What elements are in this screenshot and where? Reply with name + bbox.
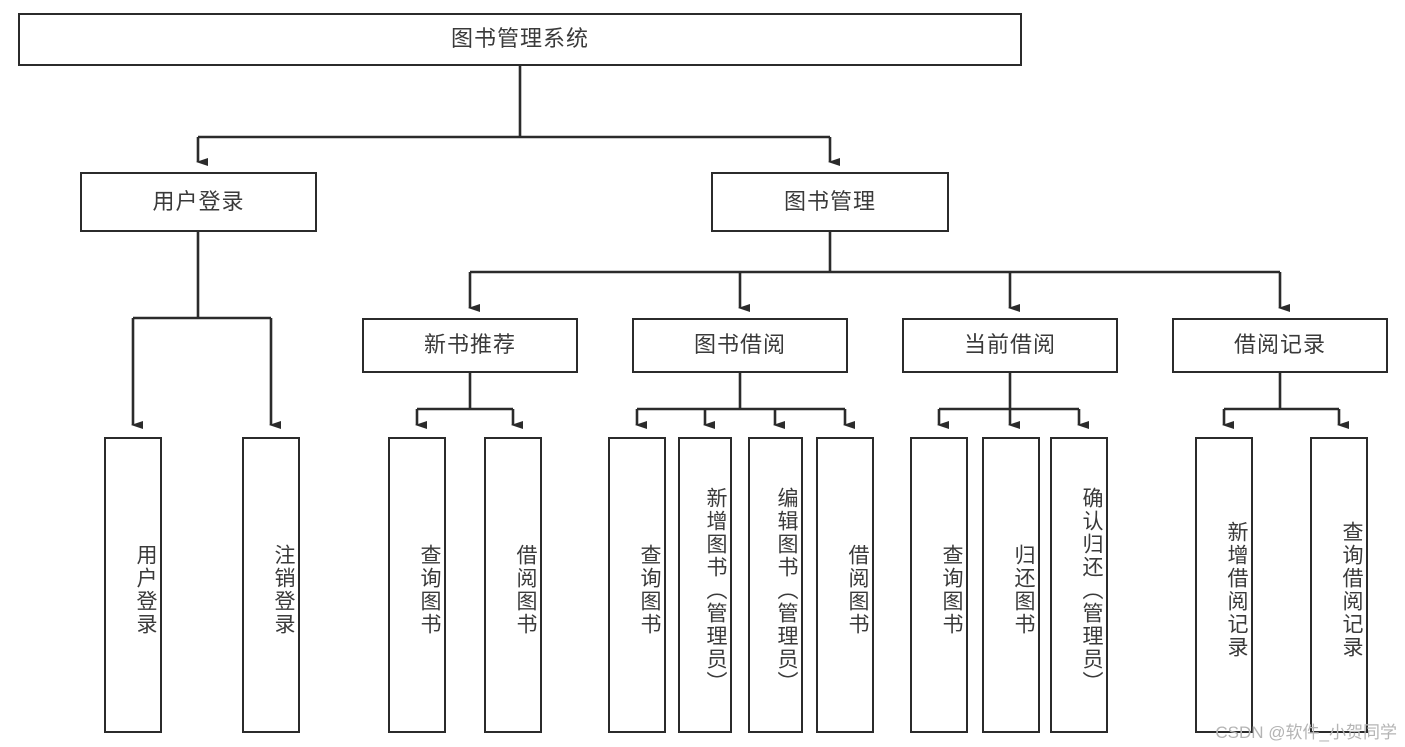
node-current-borrow[interactable]: 当前借阅 xyxy=(902,318,1118,373)
leaf-new-book-query[interactable]: 查询图书 xyxy=(388,437,446,733)
node-root-label: 图书管理系统 xyxy=(450,26,589,52)
node-user-login[interactable]: 用户登录 xyxy=(80,172,317,232)
leaf-records-query[interactable]: 查询借阅记录 xyxy=(1310,437,1368,733)
leaf-new-book-query-label: 查询图书 xyxy=(418,544,441,636)
node-user-login-label: 用户登录 xyxy=(152,188,245,214)
leaf-borrow-edit-book[interactable]: 编辑图书（管理员） xyxy=(748,437,803,733)
node-book-borrow-label: 图书借阅 xyxy=(693,332,786,358)
leaf-records-add-label: 新增借阅记录 xyxy=(1225,521,1248,659)
leaf-borrow-query-label: 查询图书 xyxy=(638,544,661,636)
csdn-watermark: CSDN @软件_小贺同学 xyxy=(1215,723,1397,742)
leaf-borrow-add-book-label: 新增图书（管理员） xyxy=(704,486,727,694)
node-borrow-records-label: 借阅记录 xyxy=(1233,332,1326,358)
node-root[interactable]: 图书管理系统 xyxy=(18,13,1022,66)
leaf-borrow-borrow-book-label: 借阅图书 xyxy=(846,544,869,636)
leaf-records-add[interactable]: 新增借阅记录 xyxy=(1195,437,1253,733)
leaf-current-query[interactable]: 查询图书 xyxy=(910,437,968,733)
leaf-current-confirm-return-label: 确认归还（管理员） xyxy=(1080,486,1103,694)
leaf-records-query-label: 查询借阅记录 xyxy=(1340,521,1363,659)
leaf-borrow-add-book[interactable]: 新增图书（管理员） xyxy=(678,437,732,733)
leaf-user-login-signout[interactable]: 注销登录 xyxy=(242,437,300,733)
node-new-book-recommend-label: 新书推荐 xyxy=(423,332,516,358)
node-new-book-recommend[interactable]: 新书推荐 xyxy=(362,318,578,373)
leaf-current-return-label: 归还图书 xyxy=(1012,544,1035,636)
leaf-borrow-borrow-book[interactable]: 借阅图书 xyxy=(816,437,874,733)
leaf-user-login-signin-label: 用户登录 xyxy=(134,544,157,636)
node-book-borrow[interactable]: 图书借阅 xyxy=(632,318,848,373)
node-book-management-label: 图书管理 xyxy=(783,188,876,214)
leaf-new-book-borrow-label: 借阅图书 xyxy=(514,544,537,636)
leaf-borrow-query[interactable]: 查询图书 xyxy=(608,437,666,733)
node-book-management[interactable]: 图书管理 xyxy=(711,172,949,232)
leaf-current-return[interactable]: 归还图书 xyxy=(982,437,1040,733)
leaf-current-confirm-return[interactable]: 确认归还（管理员） xyxy=(1050,437,1108,733)
leaf-user-login-signout-label: 注销登录 xyxy=(272,544,295,636)
node-borrow-records[interactable]: 借阅记录 xyxy=(1172,318,1388,373)
leaf-borrow-edit-book-label: 编辑图书（管理员） xyxy=(775,486,798,694)
leaf-current-query-label: 查询图书 xyxy=(940,544,963,636)
leaf-new-book-borrow[interactable]: 借阅图书 xyxy=(484,437,542,733)
leaf-user-login-signin[interactable]: 用户登录 xyxy=(104,437,162,733)
node-current-borrow-label: 当前借阅 xyxy=(963,332,1056,358)
